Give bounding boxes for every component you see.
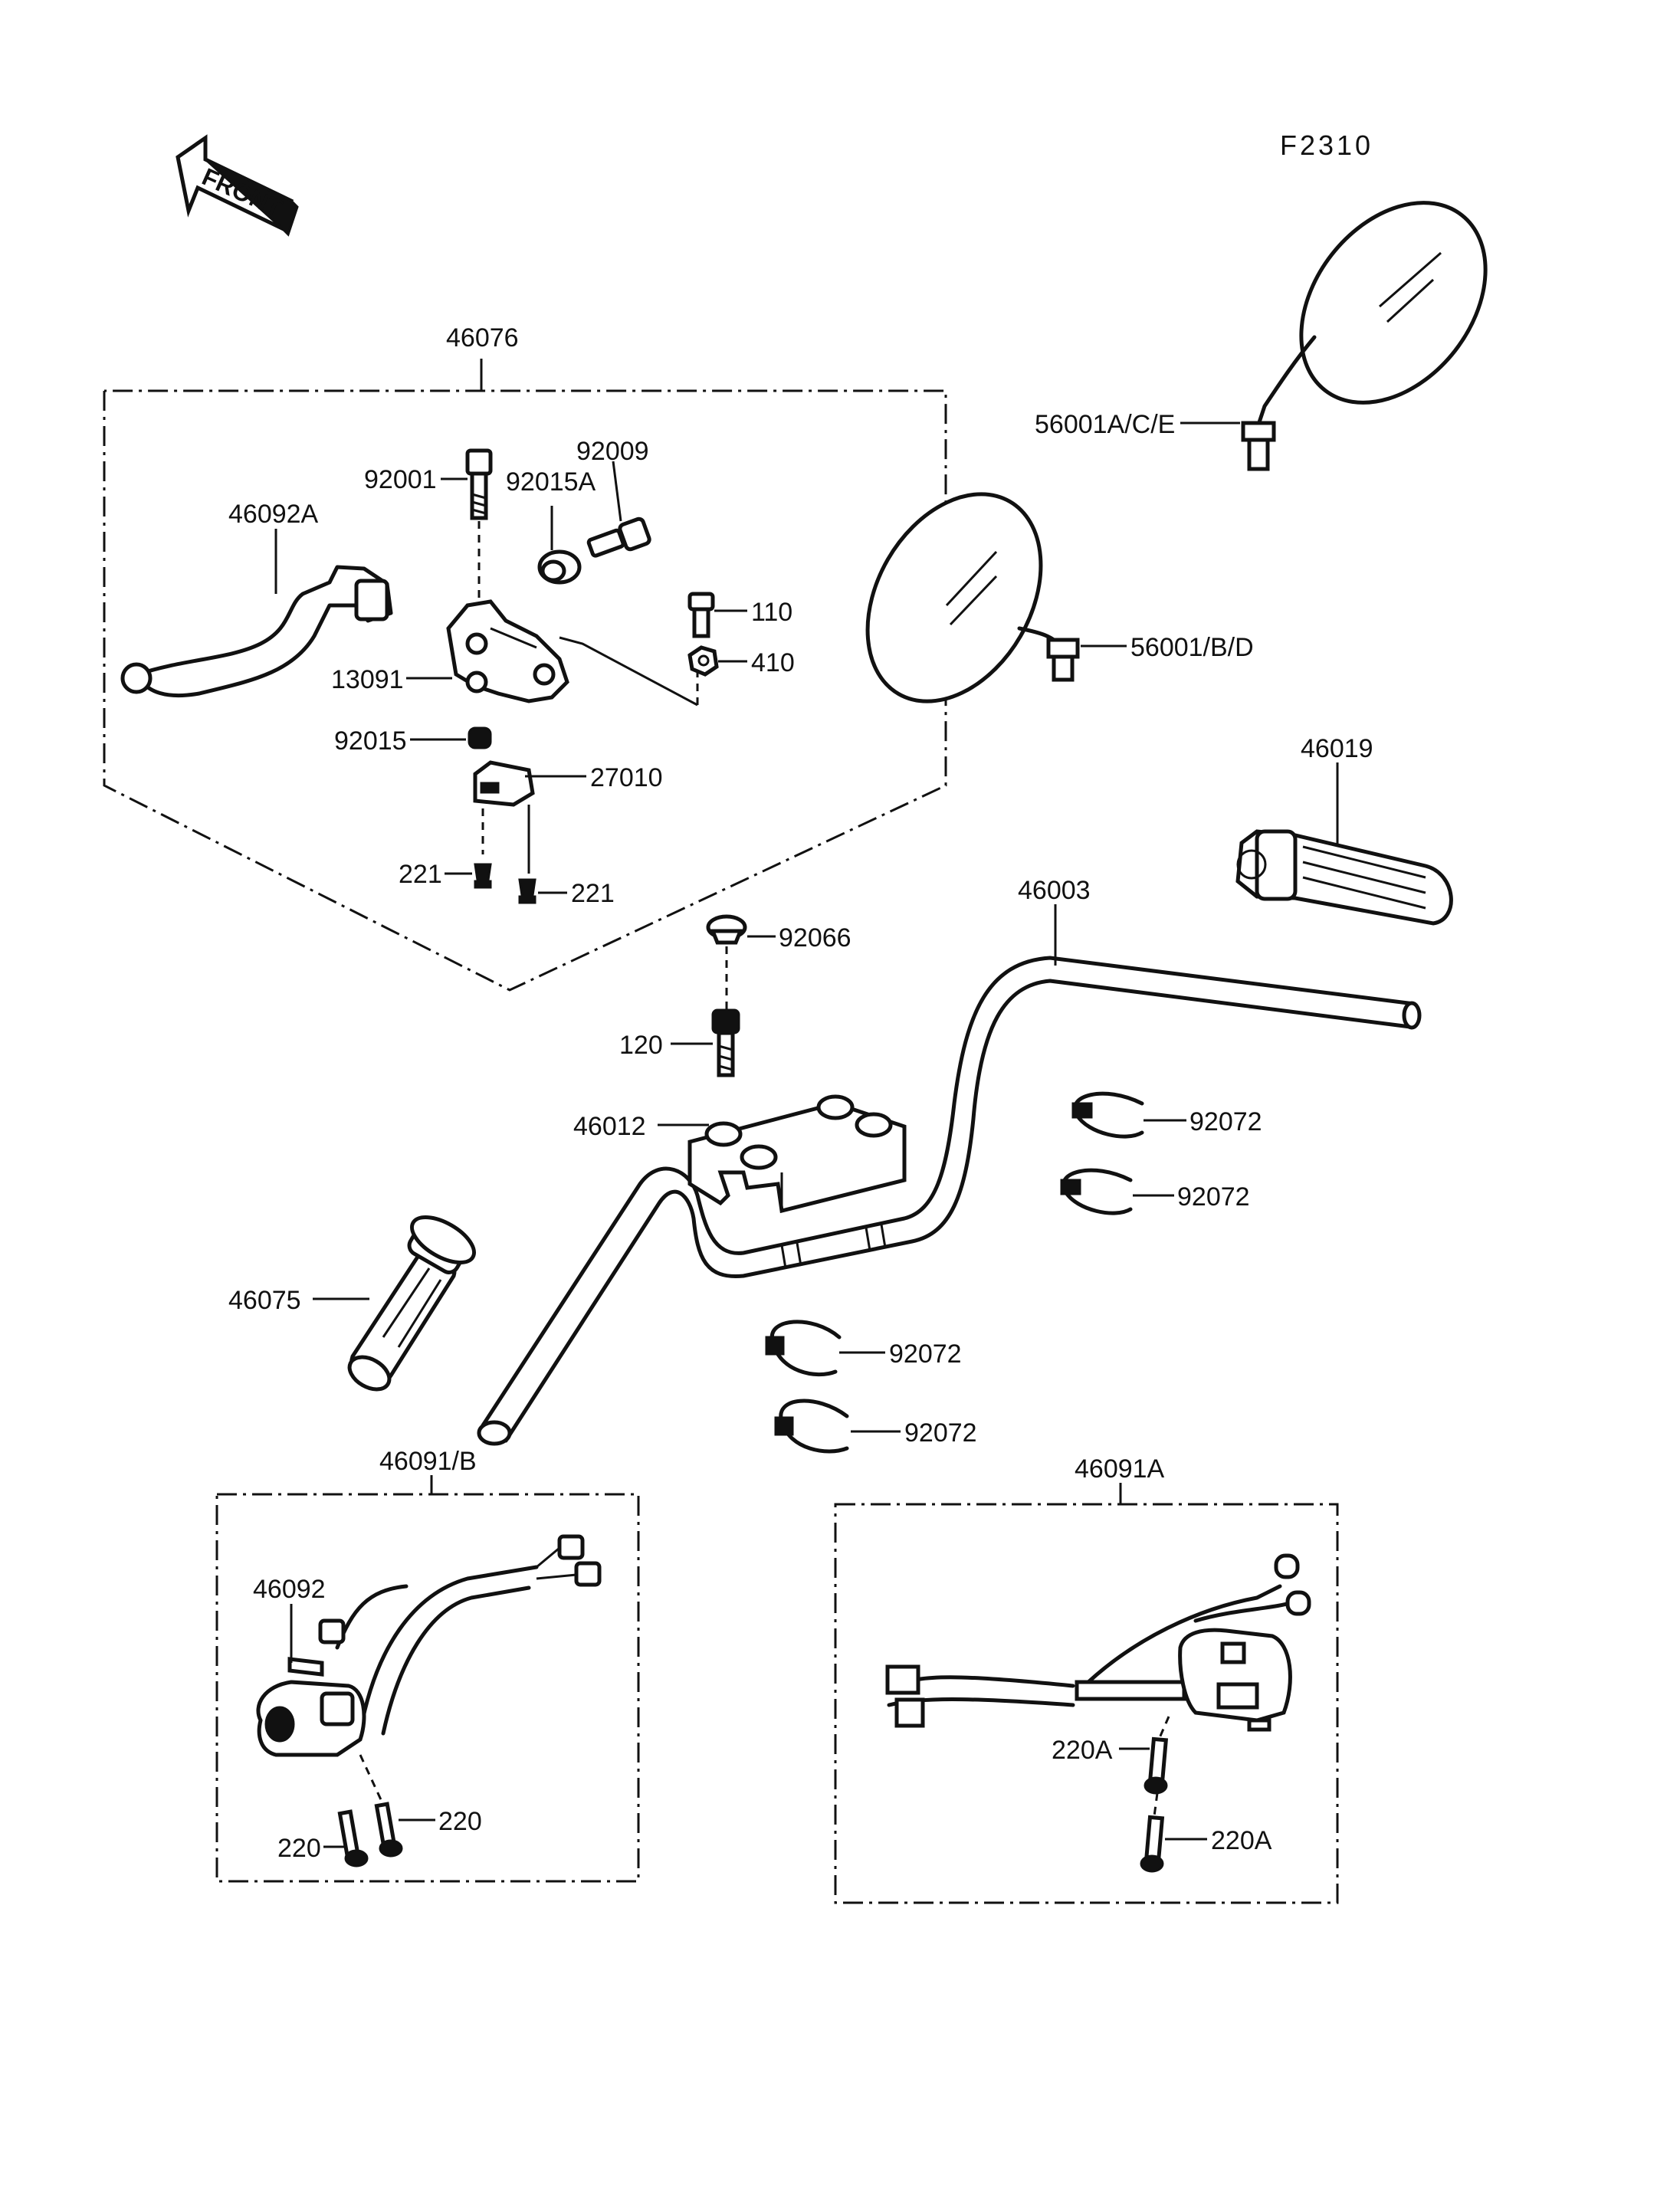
bolt-92001-part [465, 448, 493, 520]
right-grip-46019-part [1235, 829, 1453, 926]
callout-220A-top: 220A [1052, 1736, 1113, 1765]
callout-92015: 92015 [334, 726, 407, 756]
callout-46003: 46003 [1018, 876, 1091, 905]
callout-220-right: 220 [438, 1807, 482, 1836]
bolt-110-part [687, 592, 715, 638]
clamp-92072-2-part [1060, 1168, 1133, 1215]
callout-56001BD: 56001/B/D [1130, 633, 1254, 662]
callout-221-left: 221 [399, 860, 442, 889]
screw-220-left-part [337, 1809, 369, 1867]
callout-92072-1: 92072 [1189, 1107, 1262, 1136]
callout-92072-3: 92072 [889, 1340, 962, 1369]
callout-92015A: 92015A [506, 467, 596, 497]
bolt-120-part [711, 1008, 740, 1077]
callout-46012: 46012 [573, 1112, 646, 1141]
callout-221-right: 221 [571, 879, 615, 908]
screw-221-right-part [518, 878, 536, 904]
callout-46019: 46019 [1301, 734, 1373, 763]
right-switch-assembly-group: 46091A 220A 220A [834, 1454, 1339, 1904]
assembly-outline-46076 [103, 389, 947, 992]
mirror-56001ACE-part [1241, 201, 1488, 471]
callout-46091A: 46091A [1075, 1454, 1165, 1484]
callout-46075: 46075 [228, 1286, 301, 1315]
bar-holder-46012-part [687, 1094, 907, 1214]
left-grip-46075-part [347, 1215, 476, 1392]
callout-92009: 92009 [576, 437, 649, 466]
callout-46091B: 46091/B [379, 1447, 477, 1476]
switch-27010-part [473, 760, 535, 807]
clamp-92072-1-part [1071, 1091, 1144, 1139]
screw-220-right-part [374, 1802, 403, 1858]
callout-46092: 46092 [253, 1575, 326, 1604]
callout-27010: 27010 [590, 763, 663, 792]
callout-92072-2: 92072 [1177, 1182, 1250, 1212]
nut-92015-part [468, 726, 492, 749]
clamp-92072-3-part [765, 1320, 842, 1377]
right-switch-housing-part [885, 1553, 1311, 1732]
screw-220A-bottom-part [1140, 1815, 1165, 1873]
callout-46076: 46076 [446, 323, 519, 353]
callout-13091: 13091 [331, 665, 404, 694]
callout-220A-bottom: 220A [1211, 1826, 1272, 1855]
screw-220A-top-part [1144, 1736, 1169, 1795]
clutch-lever-assembly-group: 46076 46092A 92001 92015A [103, 323, 947, 992]
adjuster-nut-92015A-part [537, 549, 582, 585]
front-label: FRONT [198, 162, 287, 222]
screw-221-left-part [474, 863, 492, 889]
left-switch-assembly-group: 46091/B 46092 220 220 [215, 1447, 640, 1883]
callout-46092A: 46092A [228, 500, 319, 529]
front-arrow-icon: FRONT [176, 134, 299, 237]
assembly-outline-46091A [834, 1503, 1339, 1904]
callout-92001: 92001 [364, 465, 437, 494]
mirror-56001BD-part [865, 492, 1080, 703]
cap-92066-part [706, 914, 747, 945]
clutch-lever-part [120, 565, 393, 697]
assembly-outline-46091B [215, 1493, 640, 1883]
callout-410: 410 [751, 648, 795, 677]
nut-410-part [687, 645, 719, 677]
callout-110: 110 [751, 598, 792, 627]
callout-56001ACE: 56001A/C/E [1035, 410, 1175, 439]
callout-92072-4: 92072 [904, 1418, 977, 1448]
figure-code: F2310 [1280, 130, 1373, 161]
clamp-92072-4-part [774, 1399, 849, 1454]
callout-220-left: 220 [277, 1834, 321, 1863]
callout-92066: 92066 [779, 923, 851, 953]
callout-120: 120 [619, 1031, 663, 1060]
lever-holder-13091-part [446, 599, 569, 703]
left-switch-housing-part [256, 1534, 602, 1757]
adjuster-92009-part [586, 516, 651, 558]
